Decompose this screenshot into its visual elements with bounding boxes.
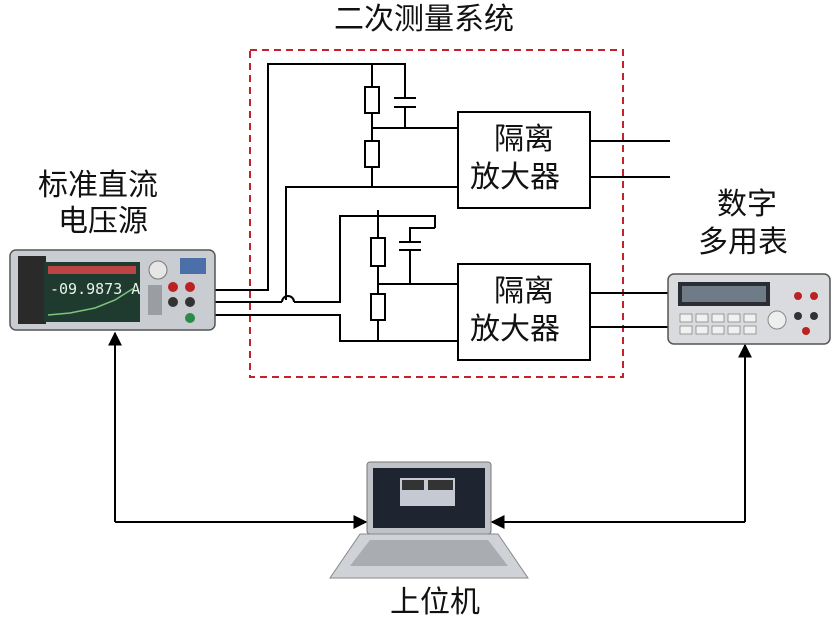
isolation-amplifier-2-box — [457, 263, 591, 361]
resistor-r2 — [364, 140, 380, 168]
secondary-system-boundary — [249, 49, 624, 378]
isolation-amplifier-2-label-line1: 隔离 — [494, 274, 554, 309]
capacitor-c2 — [399, 241, 421, 251]
source-reading: -09.9873 A — [50, 280, 140, 298]
isolation-amplifier-2-label-line2: 放大器 — [470, 312, 560, 347]
multimeter-label-line2: 多用表 — [698, 225, 788, 260]
circuit-wires — [108, 63, 752, 529]
resistor-r1 — [364, 86, 380, 114]
capacitor-c1 — [394, 97, 416, 108]
digital-multimeter-image — [667, 273, 831, 345]
isolation-amplifier-1-box — [457, 111, 591, 209]
standard-source-label-line1: 标准直流 — [38, 168, 158, 203]
resistor-r3 — [370, 237, 386, 267]
host-computer-laptop-image — [329, 461, 529, 579]
host-computer-label: 上位机 — [390, 585, 480, 620]
multimeter-label-line1: 数字 — [717, 187, 777, 222]
standard-dc-source-image: -09.9873 A — [9, 249, 216, 331]
standard-source-label-line2: 电压源 — [58, 204, 148, 239]
secondary-system-title: 二次测量系统 — [334, 2, 514, 37]
isolation-amplifier-1-label-line2: 放大器 — [470, 160, 560, 195]
isolation-amplifier-1-label-line1: 隔离 — [494, 122, 554, 157]
resistor-r4 — [370, 293, 386, 321]
